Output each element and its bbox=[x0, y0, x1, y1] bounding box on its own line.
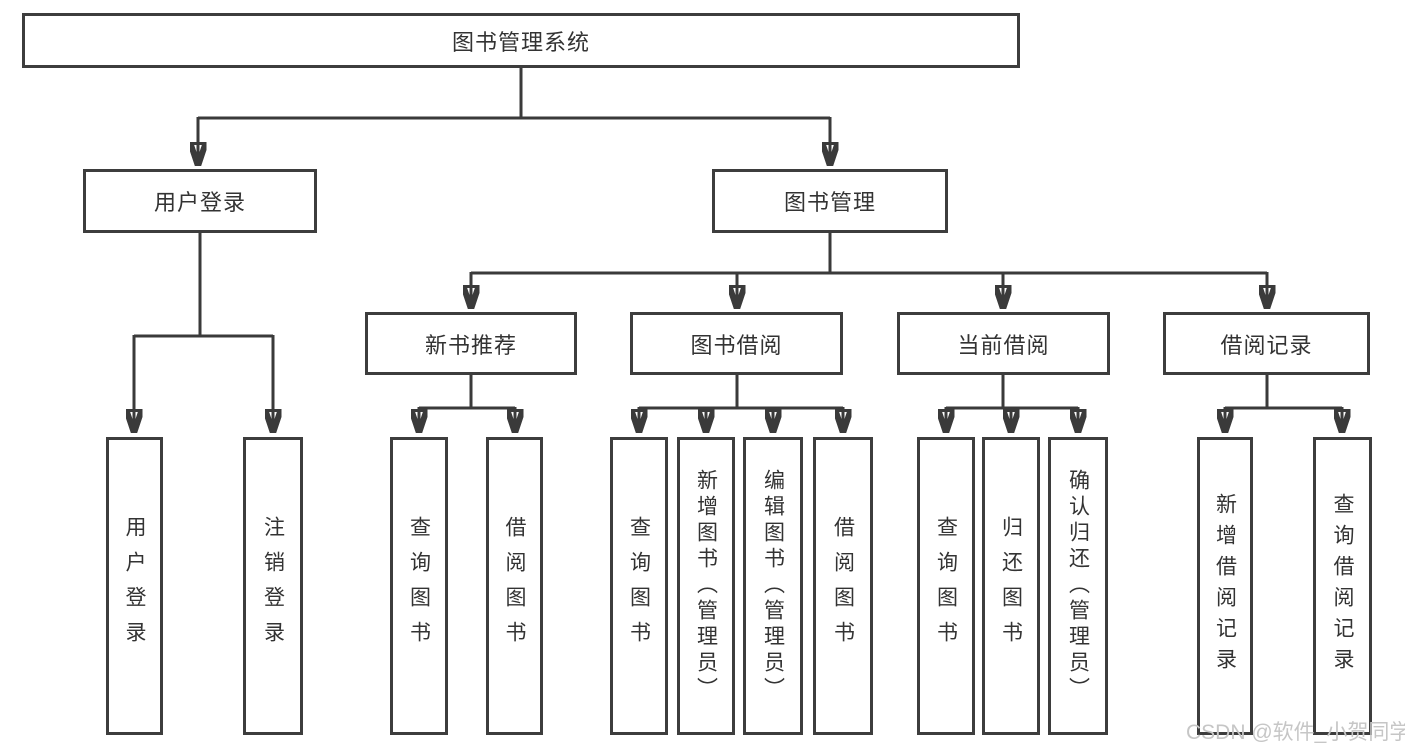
node-borrowing-records: 借阅记录 bbox=[1163, 312, 1370, 375]
node-library-management-system: 图书管理系统 bbox=[22, 13, 1020, 68]
node-edit-books-admin: 编辑图书（管理员） bbox=[743, 437, 803, 735]
node-current-borrowing: 当前借阅 bbox=[897, 312, 1110, 375]
node-logout: 注销登录 bbox=[243, 437, 303, 735]
node-query-books-recommend: 查询图书 bbox=[390, 437, 448, 735]
node-query-books-borrowing: 查询图书 bbox=[610, 437, 668, 735]
node-query-borrow-record: 查询借阅记录 bbox=[1313, 437, 1372, 735]
node-query-books-current: 查询图书 bbox=[917, 437, 975, 735]
node-user-login: 用户登录 bbox=[106, 437, 163, 735]
node-add-books-admin: 新增图书（管理员） bbox=[677, 437, 735, 735]
node-user-login-branch: 用户登录 bbox=[83, 169, 317, 233]
node-book-management: 图书管理 bbox=[712, 169, 948, 233]
node-borrow-books-recommend: 借阅图书 bbox=[486, 437, 543, 735]
node-confirm-return-admin: 确认归还（管理员） bbox=[1048, 437, 1108, 735]
node-book-borrowing: 图书借阅 bbox=[630, 312, 843, 375]
node-add-borrow-record: 新增借阅记录 bbox=[1197, 437, 1253, 735]
node-new-book-recommendation: 新书推荐 bbox=[365, 312, 577, 375]
node-borrow-books: 借阅图书 bbox=[813, 437, 873, 735]
csdn-watermark: CSDN @软件_小贺同学 bbox=[1186, 721, 1405, 744]
node-return-books: 归还图书 bbox=[982, 437, 1040, 735]
